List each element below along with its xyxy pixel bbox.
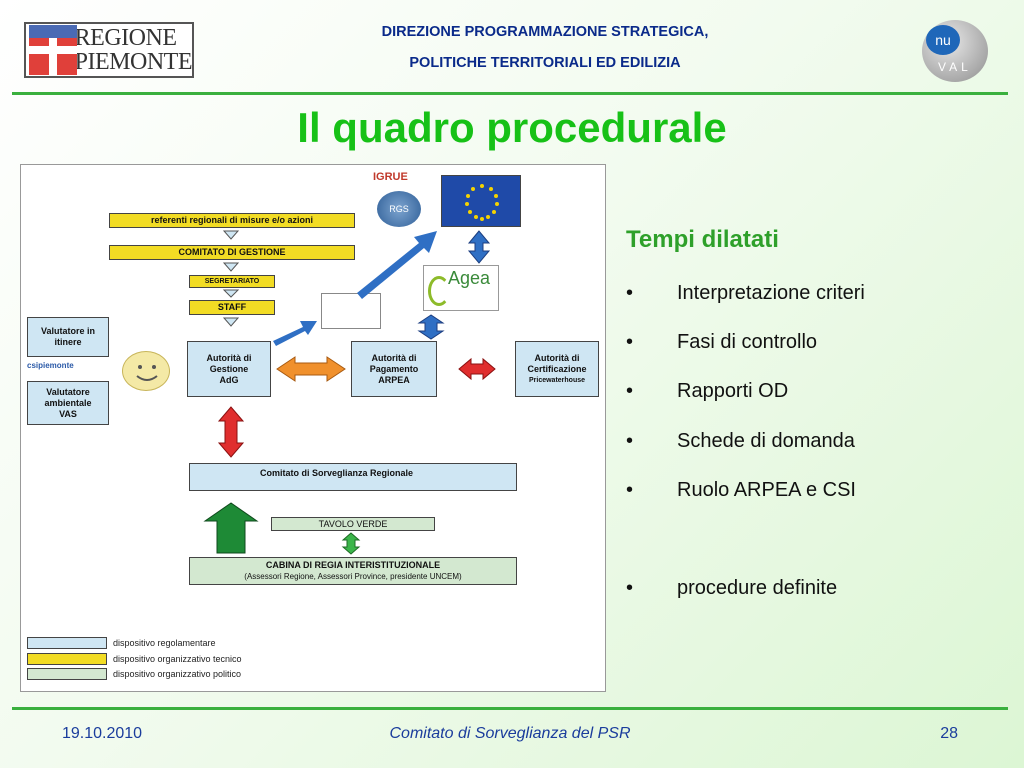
- agea-swoosh-icon: [428, 276, 450, 306]
- header-line-1: DIREZIONE PROGRAMMAZIONE STRATEGICA,: [381, 24, 709, 40]
- comitato-gestione-box: COMITATO DI GESTIONE: [109, 245, 355, 260]
- bullet-icon: •: [626, 577, 634, 599]
- procedural-diagram: IGRUE RGS referenti regionali di misure …: [20, 164, 606, 692]
- bullet-icon: •: [626, 380, 634, 402]
- nuval-logo-nu: nu: [926, 25, 960, 55]
- bullet-icon: •: [626, 282, 634, 304]
- cabina-regia-box: CABINA DI REGIA INTERISTITUZIONALE (Asse…: [189, 557, 517, 585]
- nuval-logo: nu VAL: [922, 20, 988, 82]
- tavolo-verde-box: TAVOLO VERDE: [271, 517, 435, 531]
- ministry-document-icon: [321, 293, 381, 329]
- segretariato-box: SEGRETARIATO: [189, 275, 275, 288]
- diagonal-arrow-icon: [273, 321, 317, 346]
- footer-date: 19.10.2010: [62, 725, 143, 742]
- eu-flag-icon: [441, 175, 521, 227]
- nuval-logo-val: VAL: [938, 60, 972, 74]
- page-number: 28: [940, 725, 958, 742]
- legend-swatch-tecnico: [27, 653, 107, 665]
- red-vertical-arrow-icon: [217, 406, 245, 458]
- bullet-icon: •: [626, 331, 634, 353]
- footer-divider: [12, 707, 1008, 710]
- right-panel-heading: Tempi dilatati: [626, 226, 779, 253]
- legend-label-politico: dispositivo organizzativo politico: [113, 669, 242, 679]
- autorita-pagamento-box: Autorità di Pagamento ARPEA: [351, 341, 437, 397]
- footer-title: Comitato di Sorveglianza del PSR: [389, 725, 631, 742]
- orange-double-arrow-icon: [276, 356, 346, 382]
- comitato-sorveglianza-box: Comitato di Sorveglianza Regionale: [189, 463, 517, 491]
- chevron-down-icon: [222, 289, 240, 298]
- smiley-icon: [122, 351, 170, 391]
- bullet-icon: •: [626, 430, 634, 452]
- double-arrow-icon: [467, 230, 491, 264]
- header-divider: [12, 92, 1008, 95]
- chevron-down-icon: [222, 262, 240, 272]
- legend-swatch-politico: [27, 668, 107, 680]
- pricewaterhouse-label: Pricewaterhouse: [528, 376, 586, 384]
- autorita-certificazione-box: Autorità di Certificazione Pricewaterhou…: [515, 341, 599, 397]
- diagram-arrows: [203, 230, 496, 555]
- double-arrow-icon: [417, 314, 445, 340]
- green-up-arrow-icon: [203, 502, 259, 554]
- bullet-icon: •: [626, 479, 634, 501]
- red-double-arrow-icon: [458, 357, 496, 381]
- valutatore-itinere-box: Valutatore in itinere: [27, 317, 109, 357]
- rgs-label: RGS: [389, 204, 409, 214]
- agea-label: Agea: [448, 268, 491, 288]
- valutatore-vas-box: Valutatore ambientale VAS: [27, 381, 109, 425]
- rgs-emblem-icon: RGS: [377, 191, 421, 227]
- chevron-down-icon: [222, 317, 240, 327]
- slide-title: Il quadro procedurale: [297, 104, 727, 151]
- diagonal-arrow-icon: [357, 231, 437, 299]
- agea-logo: Agea: [423, 265, 499, 311]
- regione-piemonte-logo: REGIONE PIEMONTE: [24, 22, 194, 78]
- regione-piemonte-wordmark: REGIONE PIEMONTE: [74, 25, 193, 75]
- legend-swatch-regolamentare: [27, 637, 107, 649]
- header-line-2: POLITICHE TERRITORIALI ED EDILIZIA: [409, 55, 681, 71]
- referenti-box: referenti regionali di misure e/o azioni: [109, 213, 355, 228]
- legend-label-regolamentare: dispositivo regolamentare: [113, 638, 216, 648]
- autorita-gestione-box: Autorità di Gestione AdG: [187, 341, 271, 397]
- igrue-label: IGRUE: [373, 171, 408, 183]
- piemonte-flag-icon: [29, 25, 77, 75]
- legend-label-tecnico: dispositivo organizzativo tecnico: [113, 654, 242, 664]
- staff-box: STAFF: [189, 300, 275, 315]
- csi-piemonte-logo: csipiemonte: [27, 361, 74, 370]
- green-double-arrow-icon: [341, 532, 361, 555]
- chevron-down-icon: [222, 230, 240, 240]
